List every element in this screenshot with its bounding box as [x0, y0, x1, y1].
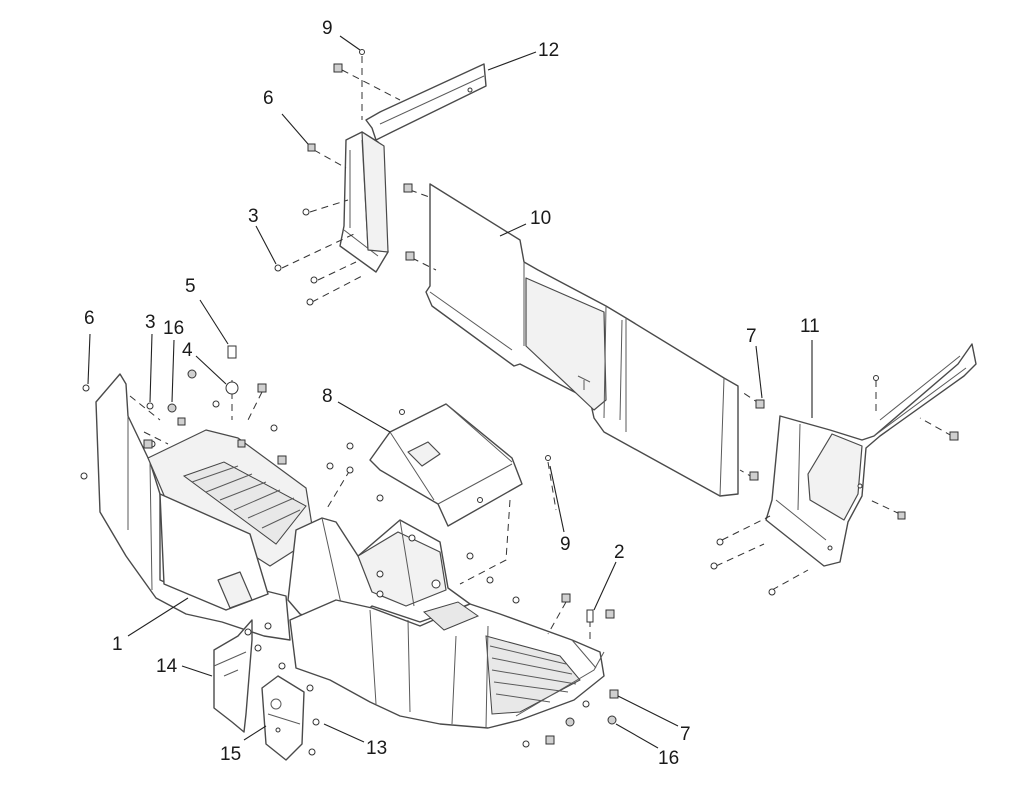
callout-8: 8 — [322, 386, 333, 407]
callout-6-lower: 6 — [84, 308, 95, 329]
part-11-right-fender — [765, 343, 977, 567]
leader-lines — [87, 35, 813, 749]
fasteners — [80, 49, 959, 756]
callout-4: 4 — [182, 340, 193, 361]
callout-16-upper: 16 — [163, 318, 184, 339]
left-grating — [182, 461, 307, 545]
callout-12: 12 — [538, 40, 559, 61]
callout-16-lower: 16 — [658, 748, 679, 769]
callout-1: 1 — [112, 634, 123, 655]
callout-7-upper: 7 — [746, 326, 757, 347]
callout-10: 10 — [530, 208, 551, 229]
callout-3-upper: 3 — [248, 206, 259, 227]
callout-3-lower: 3 — [145, 312, 156, 333]
part-10-rear-panel — [425, 183, 739, 497]
part-upper-side-fender — [339, 131, 389, 273]
part-14-bracket — [213, 619, 253, 733]
callout-labels: 1 2 3 3 4 5 6 6 7 7 8 9 9 10 11 12 13 14… — [84, 18, 820, 769]
part-8-center-cover — [369, 403, 523, 527]
part-12-bracket — [365, 63, 487, 141]
callout-5: 5 — [185, 276, 196, 297]
callout-14: 14 — [156, 656, 178, 677]
callout-9-lower: 9 — [560, 534, 571, 555]
part-15-plate — [261, 675, 305, 761]
callout-11: 11 — [800, 316, 820, 337]
callout-13: 13 — [366, 738, 387, 759]
callout-7-lower: 7 — [680, 724, 691, 745]
callout-9-upper: 9 — [322, 18, 333, 39]
callout-6-upper: 6 — [263, 88, 274, 109]
callout-2: 2 — [614, 542, 625, 563]
callout-15: 15 — [220, 744, 241, 765]
